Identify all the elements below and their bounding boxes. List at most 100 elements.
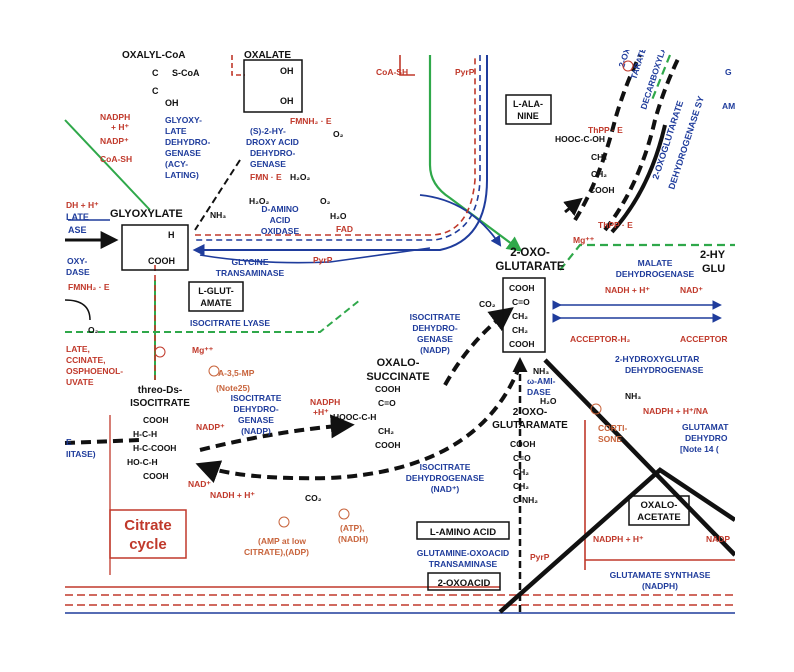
- right-mask: [735, 0, 794, 672]
- green-dashed-top-right: [650, 54, 672, 101]
- co2-low: CO₂: [305, 493, 322, 503]
- black-oxalosuccinate-arrow: [199, 414, 355, 452]
- isocitrate-label-2: ISOCITRATE: [130, 398, 190, 409]
- og-formula-2: C=O: [512, 297, 530, 307]
- glyoxylate-dh-4: GENASE: [165, 148, 201, 158]
- black-oxalyl-dashed: [194, 159, 241, 231]
- os-formula-4: CH₂: [378, 426, 394, 436]
- l-amino-acid-box: [416, 521, 510, 540]
- citrate-cycle-box: [109, 509, 187, 559]
- nadp-mid: NADP⁺: [196, 422, 225, 432]
- icdh-nadp-2-l3: GENASE: [238, 415, 274, 425]
- black-left-curve: [64, 299, 91, 321]
- oxoglutarate-box: [502, 277, 546, 353]
- blue-arrow-to-glutarate: [419, 194, 502, 247]
- glycine-transaminase-2: TRANSAMINASE: [216, 268, 285, 278]
- compound-boxes: [109, 59, 690, 591]
- left-itase-2: IITASE): [66, 449, 96, 459]
- blue-pathway-main: [192, 55, 488, 256]
- glutamate-dh-partial-2: DEHYDRO: [685, 433, 728, 443]
- os-formula-2: C=O: [378, 398, 396, 408]
- icdh-nadp-1-l3: GENASE: [417, 334, 453, 344]
- oxaloacetate-label-1: OXALO-: [641, 500, 678, 511]
- glycine-transaminase-1: GLYCINE: [231, 257, 268, 267]
- nadp-left: NADP⁺: [100, 136, 129, 146]
- atp-nadh-2: (NADH): [338, 534, 368, 544]
- black-diagonal-down: [498, 467, 737, 614]
- ic-formula-3: H-C-COOH: [133, 443, 176, 453]
- glyoxylate-formula-2: COOH: [148, 256, 175, 266]
- acceptor: ACCEPTOR: [680, 334, 728, 344]
- s2-hydroxyacid-dh-3: DEHYDRO-: [250, 148, 296, 158]
- left-ate-2: ASE: [68, 225, 87, 235]
- l-glutamate-box: [188, 281, 244, 312]
- l-glutamate-label-2: AMATE: [200, 298, 231, 308]
- oga-formula-4: CH₂: [513, 481, 529, 491]
- cortisone-1: CORTI-: [598, 423, 627, 433]
- co2-mid: CO₂: [479, 299, 496, 309]
- red-dashed-glyoxylate: [195, 55, 476, 236]
- nh3-left: NH₃: [210, 210, 226, 220]
- icdh-nadp-1-l1: ISOCITRATE: [410, 312, 461, 322]
- os-formula-1: COOH: [375, 384, 401, 394]
- oxalate-box: [243, 59, 303, 113]
- inhibit-marker-2: [208, 365, 220, 377]
- fmn-e: FMN · E: [250, 172, 282, 182]
- d-amino-acid-oxidase-2: ACID: [270, 215, 291, 225]
- h2o2-mid: H₂O₂: [249, 196, 270, 206]
- ic-formula-1: COOH: [143, 415, 169, 425]
- nadh-left: DH + H⁺: [66, 200, 99, 210]
- oga-formula-1: COOH: [510, 439, 536, 449]
- os-formula-3: HOOC-C-H: [333, 412, 376, 422]
- left-citrate-3: OSPHOENOL-: [66, 366, 123, 376]
- l-alanine-label-1: L-ALA-: [513, 99, 543, 109]
- glyoxylate-dh-1: GLYOXY-: [165, 115, 202, 125]
- og-formula-3: CH₂: [512, 311, 528, 321]
- blue-glycine: [199, 247, 431, 264]
- isocitrate-lyase-label: ISOCITRATE LYASE: [190, 318, 270, 328]
- d-amino-acid-oxidase-3: OXIDASE: [261, 226, 300, 236]
- oxalyl-formula-3: C: [152, 86, 159, 96]
- blue-isocitrate-lyase: [65, 299, 361, 333]
- o2-mid: O₂: [320, 196, 331, 206]
- black-dh-arc: [603, 54, 682, 232]
- oxoglutaramate-label-1: 2-OXO-: [513, 407, 547, 418]
- oga-formula-3: CH₂: [513, 467, 529, 477]
- citrate-cycle-title-line-2: cycle: [129, 536, 167, 553]
- pyrp-mid: PyrP: [313, 255, 333, 265]
- left-ate-1: LATE: [66, 212, 89, 222]
- regulation-markers: [154, 60, 634, 528]
- oga-formula-2: C=O: [513, 453, 531, 463]
- fmnh2-left: FMNH₂ · E: [68, 282, 110, 292]
- left-mask: [0, 0, 64, 672]
- hg-formula-4: COOH: [589, 185, 615, 195]
- o2-top: O₂: [333, 129, 344, 139]
- black-diagonal-oxaloacetate: [543, 358, 737, 557]
- os-formula-5: COOH: [375, 440, 401, 450]
- s2-hydroxyacid-dh-1: (S)-2-HY-: [250, 126, 286, 136]
- glutamine-transaminase-1: GLUTAMINE-OXOACID: [417, 548, 509, 558]
- glutamine-transaminase-2: TRANSAMINASE: [429, 559, 498, 569]
- black-oxalosuccinate-to-glutarate: [443, 307, 514, 386]
- l-amino-acid-label: L-AMINO ACID: [430, 527, 496, 538]
- fad: FAD: [336, 224, 353, 234]
- glyoxylate-dh-3: DEHYDRO-: [165, 137, 211, 147]
- thpp-low: ThPP · E: [598, 220, 633, 230]
- icdh-nadp-1-l4: (NADP): [420, 345, 450, 355]
- h2o2-top: H₂O₂: [290, 172, 311, 182]
- coa-sh-left: CoA-SH: [100, 154, 132, 164]
- plus-h-left: + H⁺: [111, 122, 129, 132]
- black-dh-arc-solid: [610, 124, 667, 234]
- left-itase-1: E: [66, 437, 72, 447]
- hg-formula-1: HOOC-C-OH: [555, 134, 605, 144]
- icdh-nad-l2: DEHYDROGENASE: [406, 473, 485, 483]
- glutamate-dh-partial-3: [Note 14 (: [680, 444, 719, 454]
- nad-right: NAD⁺: [680, 285, 703, 295]
- nadh-label: NADH + H⁺: [210, 490, 255, 500]
- blue-dashed-pathway: [195, 55, 481, 241]
- pyrp-low: PyrP: [530, 552, 550, 562]
- two-oxoacid-box: [427, 572, 501, 591]
- nadp-low: NADP: [706, 534, 730, 544]
- nadph-mid-2: +H⁺: [313, 407, 329, 417]
